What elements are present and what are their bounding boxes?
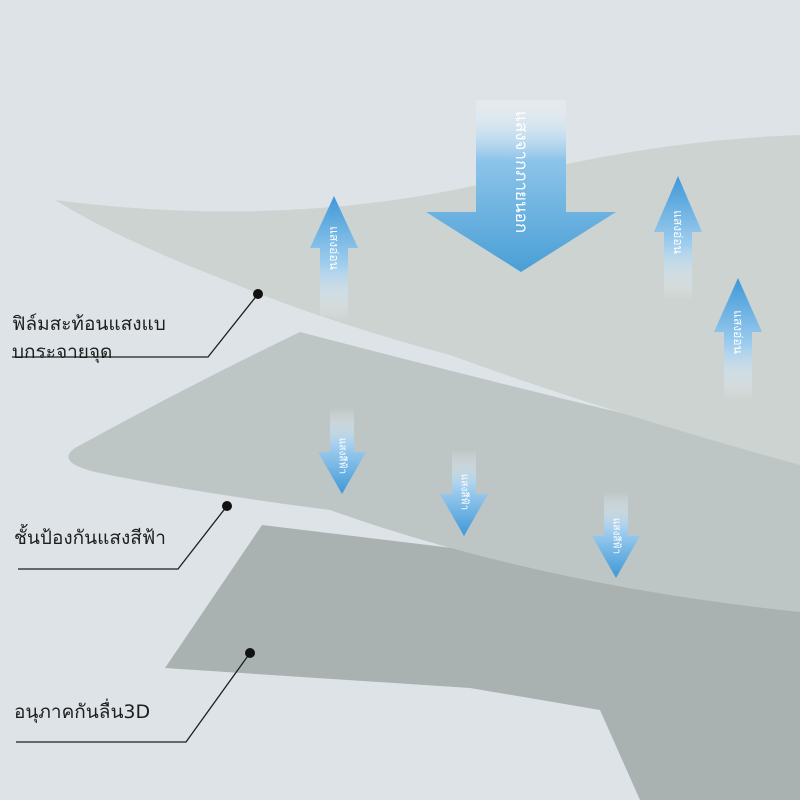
down-arrow-3: แสงสีฟ้า bbox=[592, 492, 640, 578]
down-arrow-2-label: แสงสีฟ้า bbox=[459, 474, 471, 510]
anti-glare-layer bbox=[165, 525, 800, 800]
down-arrow-2: แสงสีฟ้า bbox=[440, 450, 488, 536]
incoming-light-arrow: แสงจากภายนอก bbox=[426, 100, 616, 272]
incoming-light-label: แสงจากภายนอก bbox=[511, 111, 531, 233]
down-arrow-1-label: แสงสีฟ้า bbox=[337, 438, 349, 474]
reflective-film-layer bbox=[55, 135, 800, 465]
reflective-film-label: ฟิล์มสะท้อนแสงแบ บกระจายจุด bbox=[12, 310, 212, 366]
up-arrow-1: แสงอ่อน bbox=[310, 196, 358, 320]
up-arrow-1-label: แสงอ่อน bbox=[327, 226, 341, 270]
leader-dot-3 bbox=[245, 648, 255, 658]
down-arrow-3-label: แสงสีฟ้า bbox=[611, 518, 623, 554]
reflective-film-label-line2: บกระจายจุด bbox=[12, 341, 113, 363]
up-arrow-3-label: แสงอ่อน bbox=[731, 310, 745, 354]
down-arrow-1: แสงสีฟ้า bbox=[318, 408, 366, 494]
blue-light-layer-label: ชั้นป้องกันแสงสีฟ้า bbox=[14, 527, 166, 549]
up-arrow-2: แสงอ่อน bbox=[654, 176, 702, 300]
leader-dot-2 bbox=[222, 501, 232, 511]
up-arrow-3: แสงอ่อน bbox=[714, 278, 762, 400]
leader-line-2 bbox=[18, 505, 228, 570]
anti-glare-particles-label: อนุภาคกันลื่น3D bbox=[14, 701, 151, 723]
leader-dot-1 bbox=[253, 289, 263, 299]
reflective-film-label-line1: ฟิล์มสะท้อนแสงแบ bbox=[12, 313, 166, 335]
leader-line-1 bbox=[12, 293, 259, 358]
leader-line-3 bbox=[16, 652, 251, 743]
up-arrow-2-label: แสงอ่อน bbox=[671, 210, 685, 254]
